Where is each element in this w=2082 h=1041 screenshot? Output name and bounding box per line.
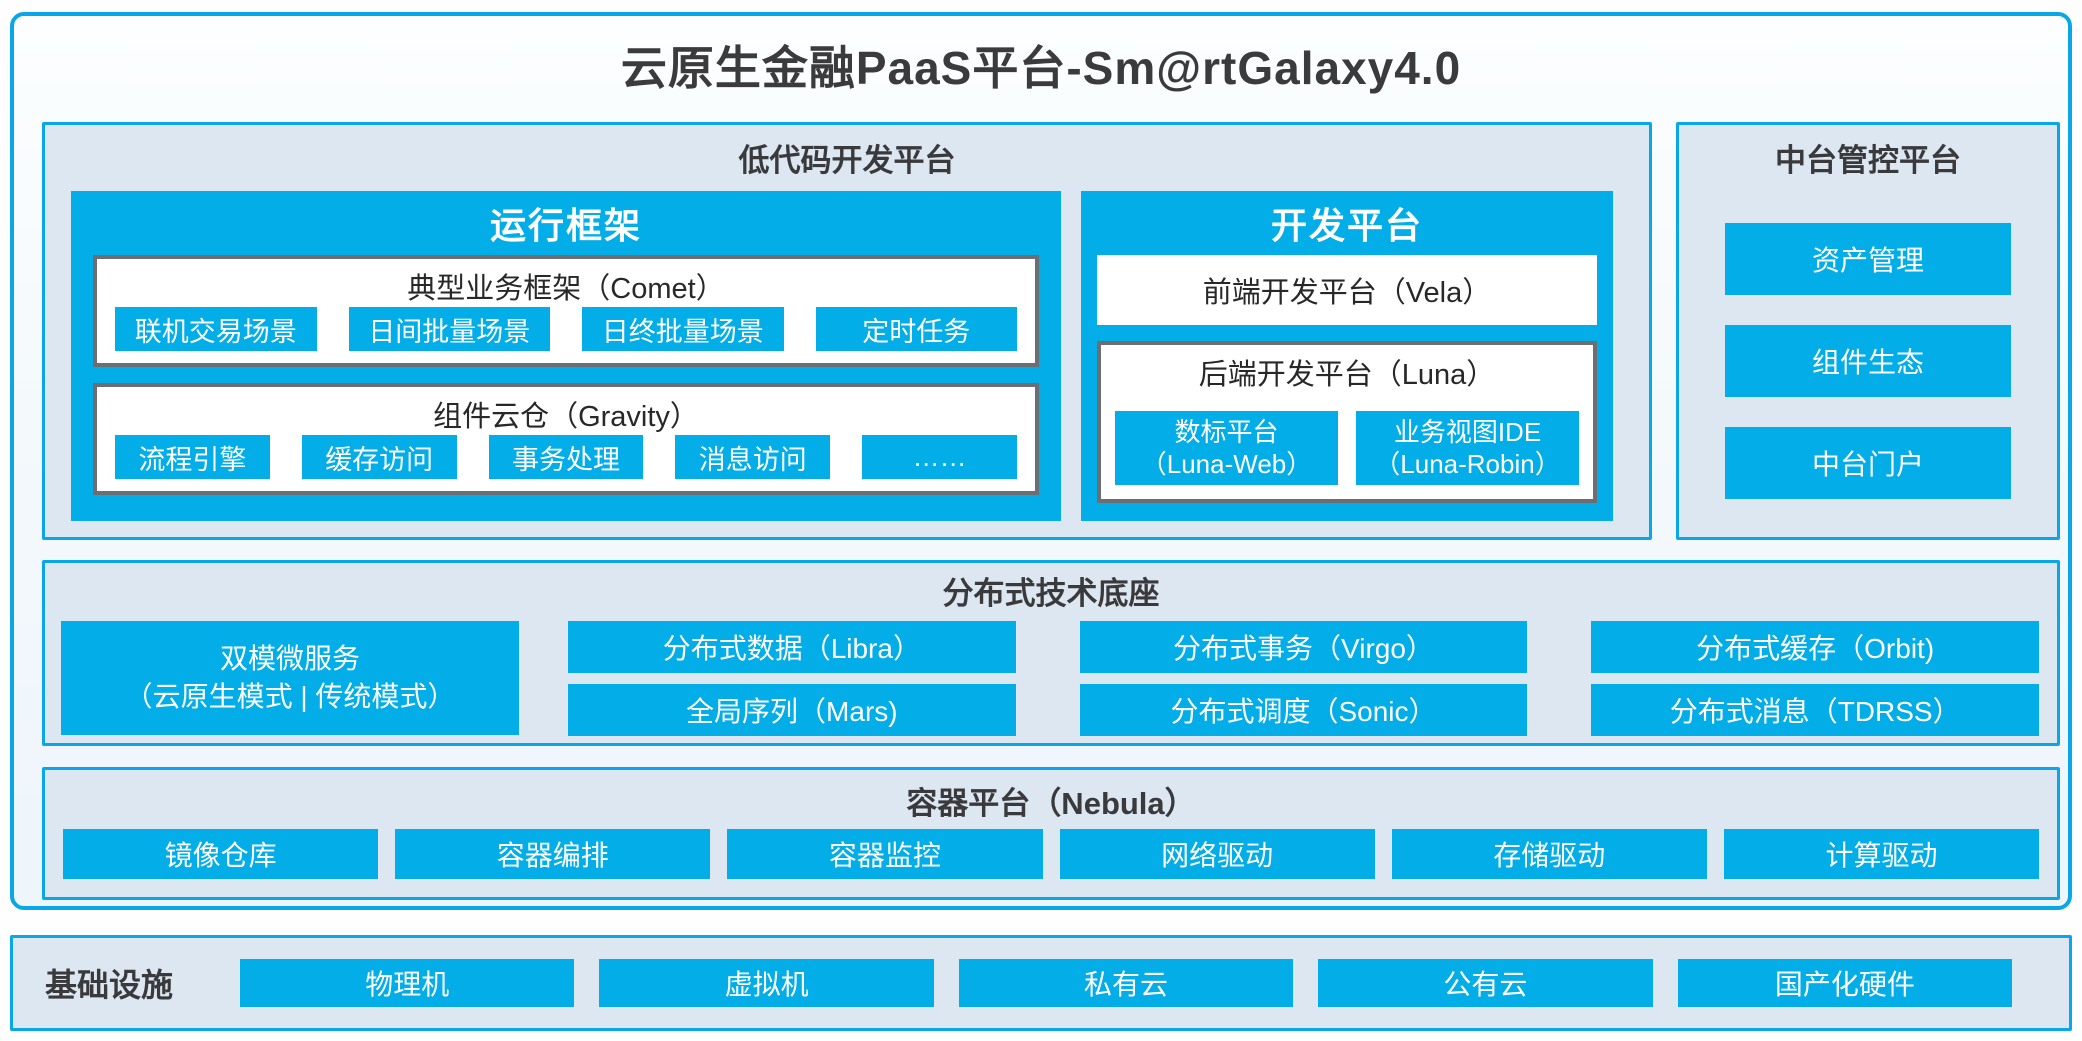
panel-runtime-framework: 运行框架 典型业务框架（Comet） 联机交易场景 日间批量场景 日终批量场景 …	[71, 191, 1061, 521]
box-luna: 后端开发平台（Luna） 数标平台 （Luna-Web） 业务视图IDE （Lu…	[1097, 341, 1597, 503]
comet-items-row: 联机交易场景 日间批量场景 日终批量场景 定时任务	[115, 307, 1017, 351]
gravity-item: 缓存访问	[301, 435, 457, 479]
infrastructure-items-row: 物理机 虚拟机 私有云 公有云 国产化硬件	[240, 959, 2013, 1007]
luna-item-line2: （Luna-Web）	[1140, 449, 1313, 479]
nebula-title: 容器平台（Nebula）	[906, 786, 1196, 821]
luna-title: 后端开发平台（Luna）	[1198, 359, 1496, 391]
mid-platform-title: 中台管控平台	[1775, 143, 1961, 178]
infrastructure-item: 私有云	[958, 959, 1294, 1007]
comet-item: 日终批量场景	[582, 307, 784, 351]
nebula-items-row: 镜像仓库 容器编排 容器监控 网络驱动 存储驱动 计算驱动	[63, 829, 2040, 879]
panel-mid-platform: 中台管控平台 资产管理 组件生态 中台门户	[1676, 122, 2060, 540]
platform-frame: 云原生金融PaaS平台-Sm@rtGalaxy4.0 低代码开发平台 运行框架 …	[10, 12, 2072, 910]
luna-item: 数标平台 （Luna-Web）	[1115, 411, 1338, 485]
luna-items-row: 数标平台 （Luna-Web） 业务视图IDE （Luna-Robin）	[1115, 411, 1579, 485]
comet-item: 日间批量场景	[348, 307, 550, 351]
panel-low-code: 低代码开发平台 运行框架 典型业务框架（Comet） 联机交易场景 日间批量场景…	[42, 122, 1652, 540]
mid-platform-item: 组件生态	[1725, 325, 2011, 397]
comet-item: 定时任务	[815, 307, 1017, 351]
distributed-item: 分布式消息（TDRSS）	[1591, 684, 2039, 736]
infrastructure-item: 虚拟机	[599, 959, 934, 1007]
infrastructure-title: 基础设施	[45, 967, 174, 1003]
gravity-item: 流程引擎	[115, 435, 270, 479]
distributed-item: 分布式缓存（Orbit)	[1591, 621, 2039, 673]
mid-platform-item: 资产管理	[1725, 223, 2011, 295]
comet-item: 联机交易场景	[115, 307, 317, 351]
dev-platform-title: 开发平台	[1270, 205, 1423, 246]
nebula-item: 计算驱动	[1723, 829, 2040, 879]
luna-item: 业务视图IDE （Luna-Robin）	[1356, 411, 1579, 485]
gravity-item: 事务处理	[488, 435, 644, 479]
nebula-item: 镜像仓库	[63, 829, 379, 879]
box-comet: 典型业务框架（Comet） 联机交易场景 日间批量场景 日终批量场景 定时任务	[93, 255, 1039, 367]
dual-mode-microservice-box: 双模微服务 （云原生模式 | 传统模式）	[61, 621, 519, 735]
box-vela: 前端开发平台（Vela）	[1097, 255, 1597, 325]
dual-mode-line1: 双模微服务	[219, 643, 360, 675]
luna-item-line1: 业务视图IDE	[1393, 416, 1542, 447]
panel-nebula: 容器平台（Nebula） 镜像仓库 容器编排 容器监控 网络驱动 存储驱动 计算…	[42, 767, 2060, 900]
luna-item-line1: 数标平台	[1174, 416, 1279, 447]
panel-infrastructure: 基础设施 物理机 虚拟机 私有云 公有云 国产化硬件	[10, 935, 2072, 1031]
distributed-items-grid: 分布式数据（Libra） 分布式事务（Virgo） 分布式缓存（Orbit) 全…	[568, 621, 2039, 736]
gravity-title: 组件云仓（Gravity）	[433, 401, 699, 433]
infrastructure-item: 国产化硬件	[1677, 959, 2013, 1007]
distributed-item: 分布式数据（Libra）	[568, 621, 1016, 673]
panel-distributed-base: 分布式技术底座 双模微服务 （云原生模式 | 传统模式） 分布式数据（Libra…	[42, 560, 2060, 746]
runtime-framework-title: 运行框架	[489, 205, 642, 246]
box-gravity: 组件云仓（Gravity） 流程引擎 缓存访问 事务处理 消息访问 ……	[93, 383, 1039, 495]
panel-dev-platform: 开发平台 前端开发平台（Vela） 后端开发平台（Luna） 数标平台 （Lun…	[1081, 191, 1613, 521]
nebula-item: 容器监控	[727, 829, 1043, 879]
infrastructure-item: 物理机	[240, 959, 575, 1007]
low-code-title: 低代码开发平台	[738, 143, 956, 178]
dual-mode-line2: （云原生模式 | 传统模式）	[124, 681, 456, 712]
distributed-item: 分布式调度（Sonic）	[1079, 684, 1528, 736]
nebula-item: 容器编排	[395, 829, 711, 879]
comet-title: 典型业务框架（Comet）	[407, 273, 725, 305]
gravity-item: ……	[862, 435, 1017, 479]
gravity-item: 消息访问	[675, 435, 831, 479]
distributed-item: 全局序列（Mars)	[568, 684, 1016, 736]
distributed-title: 分布式技术底座	[942, 576, 1160, 611]
mid-platform-items: 资产管理 组件生态 中台门户	[1725, 223, 2011, 499]
mid-platform-item: 中台门户	[1725, 427, 2011, 499]
infrastructure-item: 公有云	[1318, 959, 1653, 1007]
nebula-item: 存储驱动	[1391, 829, 1707, 879]
distributed-item: 分布式事务（Virgo）	[1079, 621, 1528, 673]
gravity-items-row: 流程引擎 缓存访问 事务处理 消息访问 ……	[115, 435, 1017, 479]
luna-item-line2: （Luna-Robin）	[1374, 449, 1561, 479]
page-title: 云原生金融PaaS平台-Sm@rtGalaxy4.0	[620, 42, 1462, 94]
nebula-item: 网络驱动	[1059, 829, 1375, 879]
